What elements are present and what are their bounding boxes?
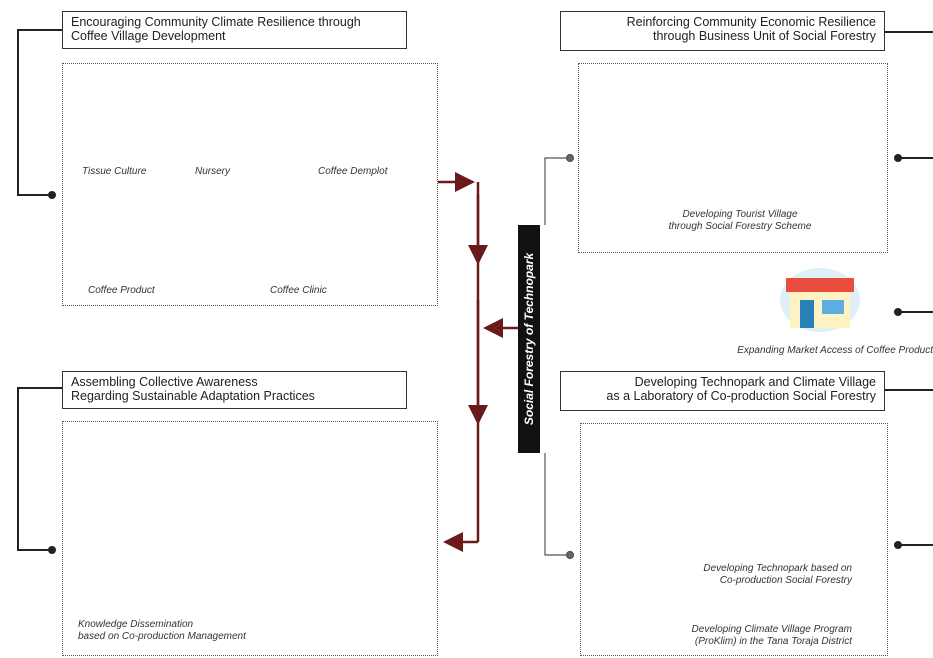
caption-knowledge-line1: Knowledge Dissemination [78, 619, 194, 630]
right-bottom-panel [580, 423, 888, 656]
caption-nursery: Nursery [195, 166, 231, 177]
caption-technopark: Developing Technopark based on Co-produc… [630, 563, 852, 587]
right-top-title-line2: through Business Unit of Social Forestry [652, 29, 876, 43]
center-label-bar: Social Forestry of Technopark [518, 225, 540, 453]
left-bottom-bracket [17, 387, 62, 554]
caption-tourist-village: Developing Tourist Village through Socia… [640, 209, 840, 233]
caption-tourist-line1: Developing Tourist Village [682, 209, 798, 220]
left-top-panel [62, 63, 438, 306]
caption-tissue-culture: Tissue Culture [82, 166, 147, 177]
caption-coffee-product: Coffee Product [88, 285, 155, 296]
right-bottom-title-line1: Developing Technopark and Climate Villag… [634, 375, 876, 389]
caption-proklim-line1: Developing Climate Village Program [691, 624, 852, 635]
left-bottom-title-line2: Regarding Sustainable Adaptation Practic… [71, 389, 315, 403]
coffee-shop-illustration [780, 268, 860, 332]
caption-technopark-line2: Co-production Social Forestry [719, 575, 852, 586]
caption-proklim-line2: (ProKlim) in the Tana Toraja District [694, 636, 852, 647]
left-top-title-line2: Coffee Village Development [71, 29, 226, 43]
right-bottom-bracket [885, 389, 933, 549]
left-bottom-title-line1: Assembling Collective Awareness [71, 375, 258, 389]
caption-coffee-clinic: Coffee Clinic [270, 285, 327, 296]
right-bottom-title-line2: as a Laboratory of Co-production Social … [606, 389, 876, 403]
right-top-panel [578, 63, 888, 253]
right-top-title: Reinforcing Community Economic Resilienc… [560, 11, 885, 51]
central-flow-arrows [436, 172, 518, 552]
caption-knowledge-dissemination: Knowledge Dissemination based on Co-prod… [78, 619, 246, 643]
caption-coffee-demplot: Coffee Demplot [318, 166, 388, 177]
caption-proklim: Developing Climate Village Program (ProK… [600, 624, 852, 648]
right-bottom-title: Developing Technopark and Climate Villag… [560, 371, 885, 411]
caption-market-access: Expanding Market Access of Coffee Produc… [737, 345, 933, 356]
left-top-title: Encouraging Community Climate Resilience… [62, 11, 407, 49]
left-bottom-panel [62, 421, 438, 656]
left-top-bracket [17, 29, 62, 199]
right-top-title-line1: Reinforcing Community Economic Resilienc… [626, 15, 876, 29]
left-bottom-title: Assembling Collective Awareness Regardin… [62, 371, 407, 409]
caption-tourist-line2: through Social Forestry Scheme [668, 221, 812, 232]
left-top-title-line1: Encouraging Community Climate Resilience… [71, 15, 361, 29]
caption-knowledge-line2: based on Co-production Management [78, 631, 246, 642]
center-label: Social Forestry of Technopark [522, 252, 536, 426]
caption-technopark-line1: Developing Technopark based on [703, 563, 852, 574]
right-top-bracket [885, 31, 933, 316]
